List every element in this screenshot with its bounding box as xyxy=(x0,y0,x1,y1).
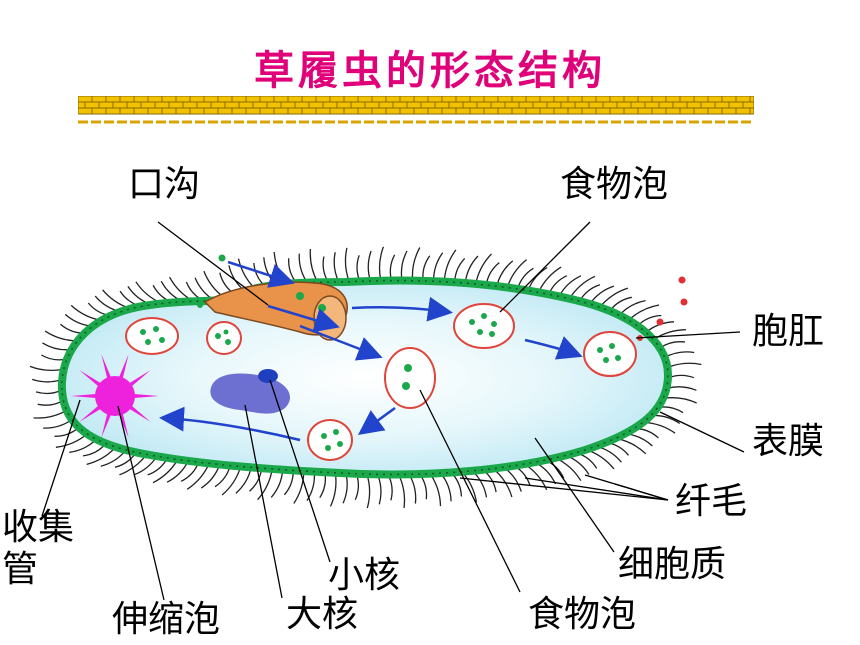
label-food-vacuole-bottom: 食物泡 xyxy=(528,594,637,635)
pellicle xyxy=(61,279,669,476)
cilium xyxy=(443,249,457,282)
collecting-canal xyxy=(71,393,100,399)
cilium xyxy=(408,473,417,504)
cilium xyxy=(628,304,660,321)
cilium xyxy=(329,472,337,507)
label-pellicle: 表膜 xyxy=(752,421,825,462)
collecting-canal xyxy=(126,403,151,422)
cell-body xyxy=(57,276,673,479)
collecting-canal xyxy=(101,354,113,382)
cilium xyxy=(367,250,372,282)
cilium xyxy=(461,471,478,503)
food-particles xyxy=(140,313,621,451)
cilium xyxy=(293,470,305,504)
cilium xyxy=(344,247,350,283)
leader-lines xyxy=(41,221,745,601)
label-oral-groove: 口沟 xyxy=(128,164,201,205)
collecting-canal xyxy=(79,370,104,389)
micronucleus xyxy=(258,369,278,383)
cilium xyxy=(664,351,695,358)
cilium xyxy=(378,246,385,281)
cilium xyxy=(398,474,406,509)
label-cilia: 纤毛 xyxy=(675,481,748,522)
food-vacuole xyxy=(125,303,637,461)
decorative-brick-divider xyxy=(78,96,754,124)
cilium xyxy=(667,362,702,369)
cilium xyxy=(29,365,65,372)
cilium xyxy=(309,248,319,283)
cilium xyxy=(666,386,697,391)
cilium xyxy=(653,329,686,341)
macronucleus xyxy=(210,373,290,414)
food-particle xyxy=(197,302,203,308)
collecting-canal xyxy=(126,370,151,389)
collecting-canal xyxy=(130,393,159,399)
collecting-canal xyxy=(117,354,129,382)
cytoplasmic-flow-arrows xyxy=(159,260,583,442)
cilium xyxy=(376,474,382,505)
food-particle xyxy=(318,304,326,312)
cilium xyxy=(235,467,252,494)
label-macronucleus: 大核 xyxy=(286,594,359,635)
label-micronucleus: 小核 xyxy=(328,555,401,596)
cilium xyxy=(298,253,308,283)
contractile-vacuole-center xyxy=(95,376,135,416)
label-anal-pore: 胞肛 xyxy=(752,311,825,352)
cilium xyxy=(31,378,63,383)
label-cytoplasm: 细胞质 xyxy=(618,544,727,585)
cilium xyxy=(43,419,73,429)
label-contractile-vacuole: 伸缩泡 xyxy=(112,599,221,640)
cilium xyxy=(152,459,179,484)
cilium xyxy=(464,255,479,284)
cilium xyxy=(366,473,371,509)
cilium xyxy=(44,330,78,342)
cilium xyxy=(440,472,452,502)
cilium xyxy=(615,437,647,455)
food-particle xyxy=(296,292,304,300)
label-collecting-canal-line1: 收集 xyxy=(2,507,75,548)
food-particle xyxy=(218,254,226,262)
label-collecting-canal-line2: 管 xyxy=(2,549,39,590)
cilium xyxy=(333,252,340,283)
collecting-canal xyxy=(101,410,113,438)
cilium xyxy=(263,257,277,286)
label-food-vacuole-top: 食物泡 xyxy=(560,164,669,205)
page-title: 草履虫的形态结构 xyxy=(254,48,606,94)
cilium xyxy=(400,250,408,281)
collecting-canal xyxy=(79,403,104,422)
cilium xyxy=(33,409,68,419)
cilium xyxy=(70,304,102,322)
cilium xyxy=(270,469,284,498)
cilium xyxy=(662,397,697,404)
cilium xyxy=(475,253,492,285)
cilium xyxy=(342,473,348,504)
cilium xyxy=(42,342,72,351)
cilium xyxy=(411,247,421,281)
cilium xyxy=(432,252,444,282)
contractile-vacuole xyxy=(71,354,159,438)
cilium xyxy=(429,473,442,507)
